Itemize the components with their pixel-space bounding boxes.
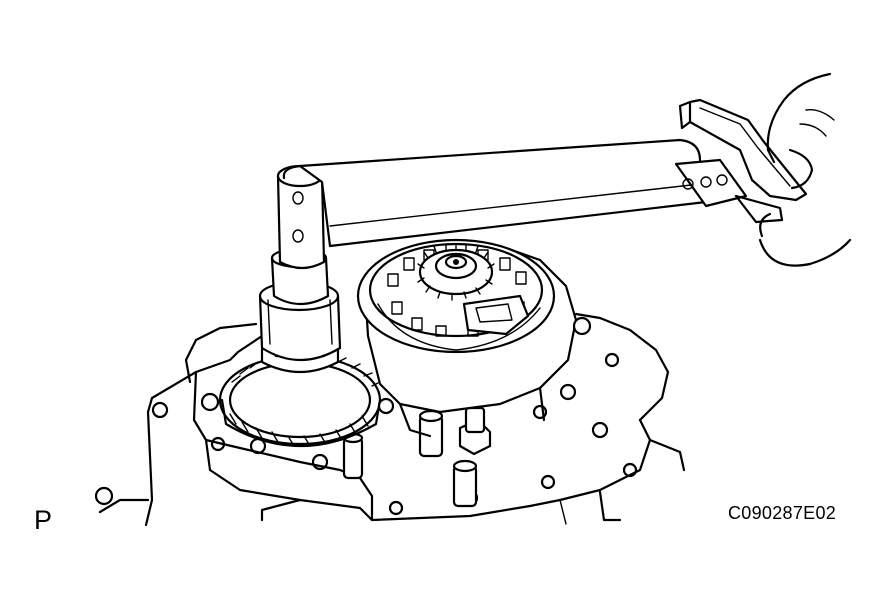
gear-housing	[356, 238, 578, 438]
extension-bar	[276, 164, 326, 270]
socket	[258, 247, 342, 362]
figure-code-label: C090287E02	[728, 503, 837, 523]
view-mark: P	[34, 505, 53, 535]
torque-wrench	[282, 138, 748, 248]
housing-bolts	[377, 316, 592, 415]
transmission-case	[98, 312, 686, 527]
hand	[758, 72, 852, 267]
wrench-bracket	[678, 98, 808, 224]
